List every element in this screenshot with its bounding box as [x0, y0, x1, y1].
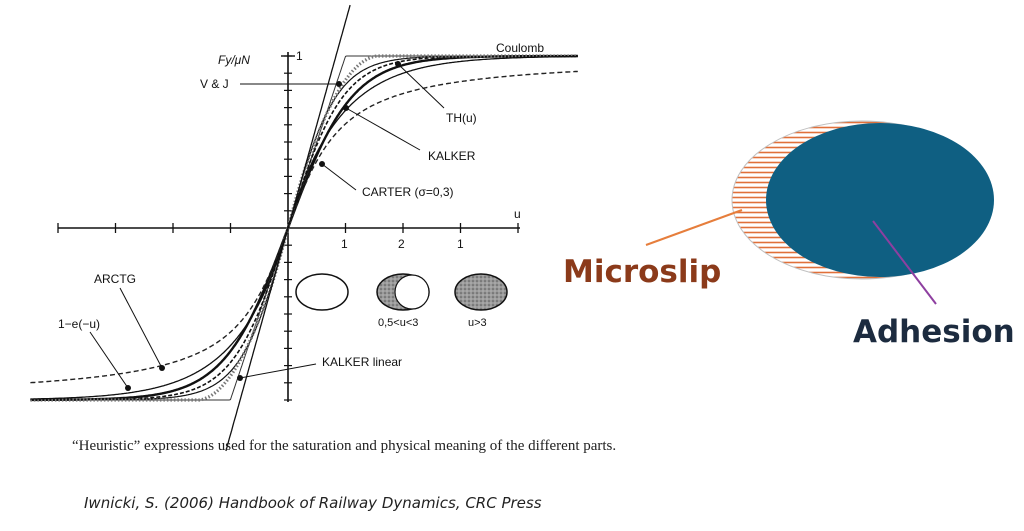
inset-partial-slip — [376, 273, 430, 311]
arctg-marker — [159, 365, 165, 371]
adhesion-pointer — [872, 220, 937, 305]
inset-full-adhesion — [295, 273, 349, 311]
x-tick-label-2: 2 — [398, 237, 405, 251]
curve-exp — [30, 55, 578, 400]
arctg-leader — [119, 287, 163, 369]
x-axis-label: u — [514, 207, 521, 221]
kalker-linear-leader — [239, 363, 317, 379]
inset-full-slip — [454, 273, 508, 311]
series-label-kalker: KALKER — [428, 149, 476, 163]
contact-patch-diagram: Microslip Adhesion — [563, 120, 1015, 350]
adhesion-region — [766, 123, 994, 277]
microslip-label: Microslip — [563, 254, 721, 290]
y-axis-label: Fy/μN — [218, 53, 250, 67]
series-label-coulomb: Coulomb — [496, 41, 544, 55]
carter-marker — [319, 161, 325, 167]
kalker-marker — [343, 105, 349, 111]
series-label-exp: 1−e(−u) — [58, 317, 100, 331]
series-label-arctg: ARCTG — [94, 272, 136, 286]
th-marker — [395, 61, 401, 67]
chart-curves — [30, 4, 578, 452]
kalker-linear-marker — [237, 375, 243, 381]
series-label-vj: V & J — [200, 77, 229, 91]
carter-leader — [321, 163, 357, 191]
figure-citation: Iwnicki, S. (2006) Handbook of Railway D… — [84, 494, 542, 512]
exp-leader — [89, 331, 129, 389]
series-label-kalker-linear: KALKER linear — [322, 355, 402, 369]
exp-marker — [125, 385, 131, 391]
x-tick-label-1: 1 — [341, 237, 348, 251]
x-axis-ticks — [57, 223, 519, 233]
series-label-carter: CARTER (σ=0,3) — [362, 185, 454, 199]
series-label-th: TH(u) — [446, 111, 477, 125]
inset-label-full: u>3 — [468, 317, 487, 329]
curve-kalker — [30, 54, 578, 402]
adhesion-label: Adhesion — [853, 314, 1015, 350]
x-tick-label-3: 1 — [457, 237, 464, 251]
contact-insets: 0,5<u<3 u>3 — [295, 273, 508, 329]
vj-marker — [336, 81, 342, 87]
saturation-chart: Fy/μN 1 u 1 2 1 Coulomb V & J TH(u) KALK… — [30, 4, 578, 452]
curve-arctg — [30, 70, 578, 384]
th-leader — [397, 63, 445, 109]
y-tick-label: 1 — [296, 49, 303, 63]
y-axis-ticks — [281, 55, 295, 401]
microslip-pointer — [645, 209, 743, 246]
figure-caption: “Heuristic” expressions used for the sat… — [72, 438, 617, 454]
inset-label-partial: 0,5<u<3 — [378, 317, 418, 329]
kalker-leader — [345, 107, 421, 151]
